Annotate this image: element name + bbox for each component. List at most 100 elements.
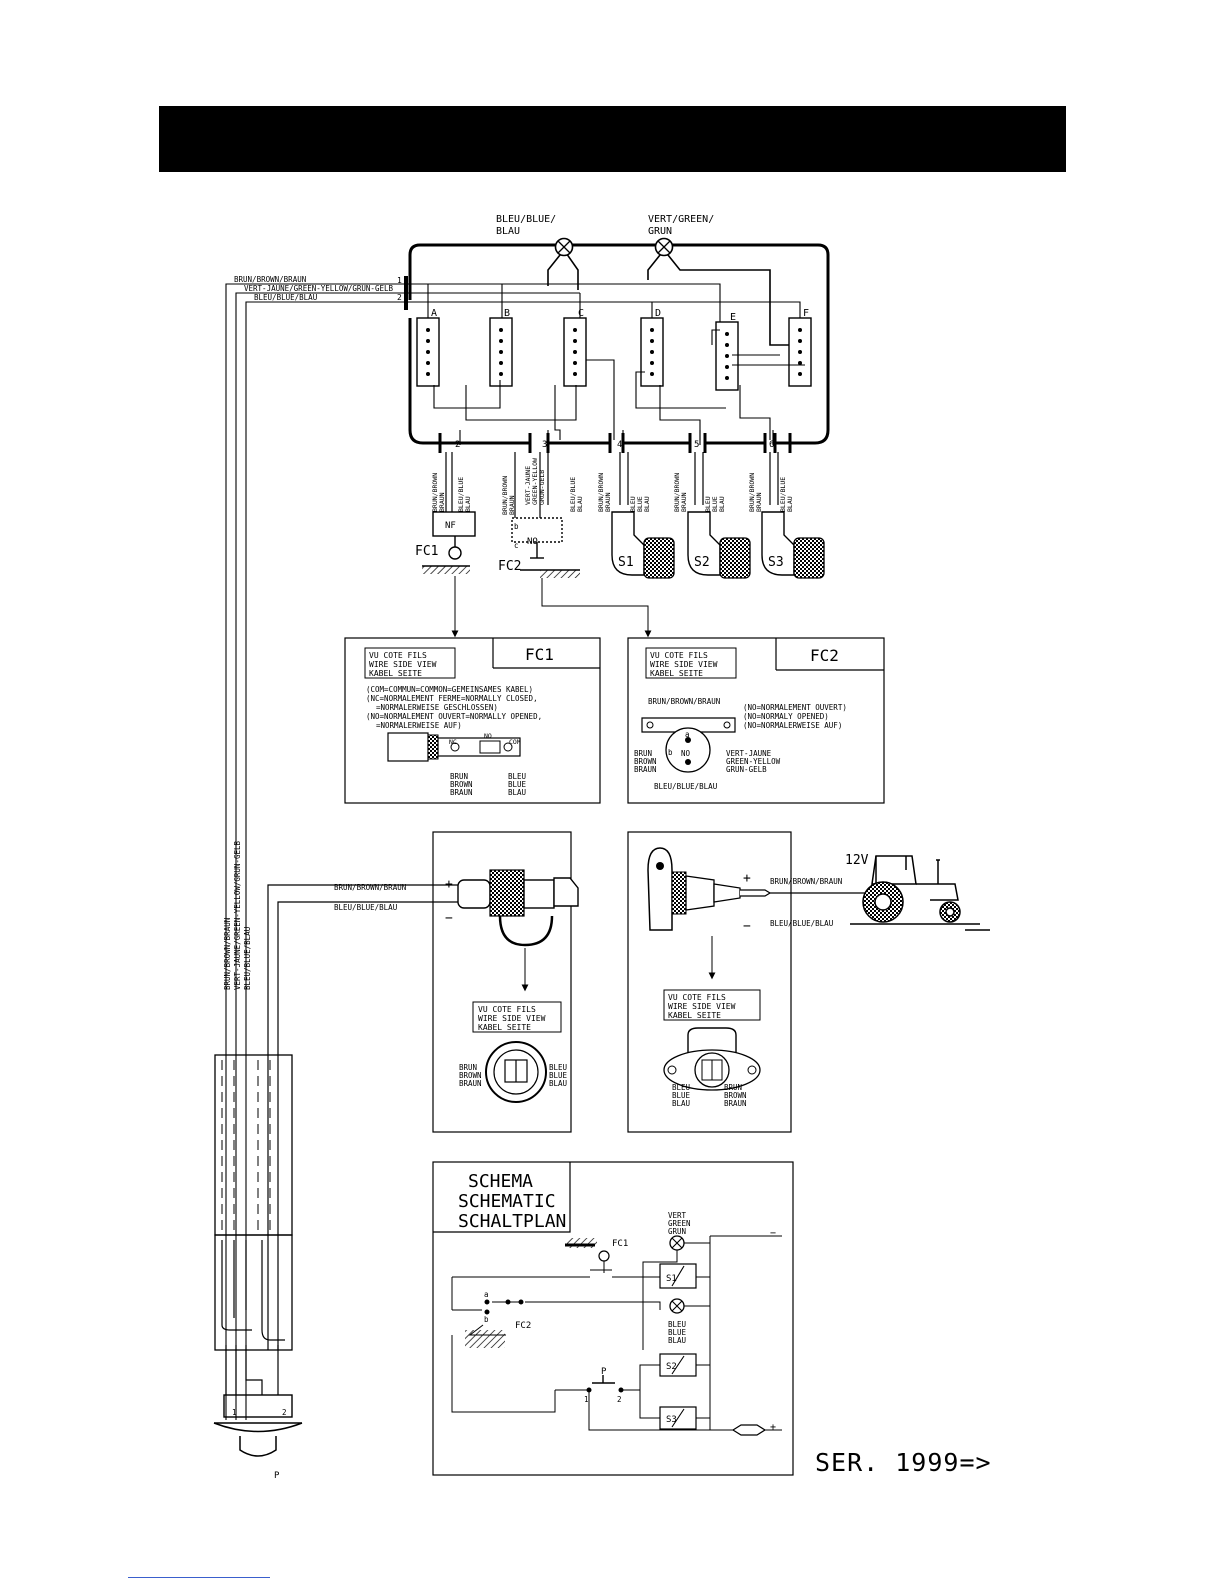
plug-panel: [267, 831, 579, 1350]
relay-e: E: [715, 312, 739, 391]
fc2-note-3: (NO=NORMALERWEISE AUF): [743, 721, 842, 730]
fc1-note-5: =NORMALERWEISE AUF): [376, 721, 462, 730]
terminal-6: 6: [769, 440, 774, 450]
harness-loop: [408, 243, 830, 445]
drop-blue-5b: BLAU: [786, 496, 794, 512]
socket-wsv-1: VU COTE FILS: [668, 993, 726, 1002]
plug-wsv-3: KABEL SEITE: [478, 1023, 531, 1032]
green-lamp-icon: [654, 237, 674, 257]
lamp-feeds: [547, 249, 800, 346]
fc2-wsv-1: VU COTE FILS: [650, 651, 708, 660]
fc1-wsv-3: KABEL SEITE: [369, 669, 422, 678]
fc2-note-2: (NO=NORMALY OPENED): [743, 712, 829, 721]
drop-brown-4b: BRAUN: [680, 492, 688, 512]
fc2-note-1: (NO=NORMALEMENT OUVERT): [743, 703, 847, 712]
series-label: SER. 1999=>: [815, 1448, 992, 1477]
relay-label-d: D: [655, 308, 661, 319]
relay-label-e: E: [730, 312, 736, 323]
relay-a: A: [416, 308, 440, 387]
grip-pin-2: 2: [282, 1408, 287, 1417]
schematic-panel: [432, 1161, 794, 1476]
drop-gy-2: GREEN-YELLOW: [531, 458, 539, 505]
foot-switch-s3: S3: [761, 511, 825, 579]
fc1-switch: [422, 511, 476, 574]
fc1-pin-com: COM: [509, 738, 521, 746]
terminal-5: 5: [694, 440, 699, 450]
vcable-blue: BLEU/BLUE/BLAU: [243, 927, 252, 990]
socket-plus: +: [743, 871, 751, 886]
relay-label-c: C: [578, 308, 584, 319]
plug-blue-2: BLUE: [549, 1071, 568, 1080]
plug-brown-1: BRUN: [459, 1063, 477, 1072]
sch-green-3: GRUN: [668, 1227, 686, 1236]
fc2-panel-title: FC2: [810, 646, 839, 665]
socket-wsv-2: WIRE SIDE VIEW: [668, 1002, 736, 1011]
socket-blue-3: BLAU: [672, 1099, 690, 1108]
fc2-brown-3: BRAUN: [634, 765, 657, 774]
plug-brown-3: BRAUN: [459, 1079, 482, 1088]
fc1-panel: [344, 637, 601, 804]
schematic-title-2: SCHEMATIC: [458, 1191, 556, 1212]
cable-label-brown: BRUN/BROWN/BRAUN: [234, 275, 306, 284]
fc1-note-1: (COM=COMMUN=COMMON=GEMEINSAMES KABEL): [366, 685, 533, 694]
socket-brown-label: BRUN/BROWN/BRAUN: [770, 877, 842, 886]
blue-lamp-label-2: BLAU: [496, 226, 520, 237]
plug-minus: −: [445, 911, 453, 926]
sch-plus: +: [770, 1422, 776, 1433]
drop-blue-1b: BLAU: [464, 496, 472, 512]
schematic-title-3: SCHALTPLAN: [458, 1211, 566, 1232]
cable-pin-1: 1: [397, 276, 402, 285]
relay-label-a: A: [431, 308, 437, 319]
sch-p: P: [601, 1367, 607, 1377]
fc1-blue-3: BLAU: [508, 788, 526, 797]
fc2-panel: [627, 637, 885, 804]
drop-blue-4c: BLAU: [718, 496, 726, 512]
drop-gy-3: GRUN-GELB: [538, 470, 546, 505]
socket-brown-1: BRUN: [724, 1083, 742, 1092]
fc1-brown-2: BROWN: [450, 780, 473, 789]
fc2-no-label: NO: [527, 537, 538, 547]
schematic-title-1: SCHEMA: [468, 1171, 533, 1192]
foot-switch-s1: S1: [611, 511, 675, 579]
drop-blue-3: BLEU: [629, 496, 637, 512]
drop-brown-3b: BRAUN: [604, 492, 612, 512]
sch-green-1: VERT: [668, 1211, 687, 1220]
drop-brown-2: BRUN/BROWN: [501, 476, 509, 515]
fc1-blue-1: BLEU: [508, 772, 526, 781]
fc1-pin-nc: NC: [449, 738, 457, 746]
blue-lamp-icon: [554, 237, 574, 257]
terminal-4: 4: [617, 440, 622, 450]
socket-panel: [627, 831, 865, 1133]
relay-d: D: [640, 308, 664, 387]
drop-blue-3c: BLAU: [643, 496, 651, 512]
relay-f: F: [788, 308, 812, 387]
drop-brown-1b: BRAUN: [438, 492, 446, 512]
plug-brown-label: BRUN/BROWN/BRAUN: [334, 883, 406, 892]
drop-brown-5b: BRAUN: [755, 492, 763, 512]
sch-blue-1: BLEU: [668, 1320, 686, 1329]
fc2-wsv-2: WIRE SIDE VIEW: [650, 660, 718, 669]
fc1-blue-2: BLUE: [508, 780, 527, 789]
sch-s2: S2: [666, 1362, 677, 1372]
fc2-blue-bottom: BLEU/BLUE/BLAU: [654, 782, 717, 791]
fc2-no-center: NO: [681, 749, 691, 758]
fc1-wsv-2: WIRE SIDE VIEW: [369, 660, 437, 669]
drop-blue-4: BLEU: [704, 496, 712, 512]
fc2-brown-top: BRUN/BROWN/BRAUN: [648, 697, 720, 706]
fc2-gy-3: GRUN-GELB: [726, 765, 767, 774]
fc2-brown-1: BRUN: [634, 749, 652, 758]
foot-switch-label-s1: S1: [618, 555, 634, 570]
drop-brown-4: BRUN/BROWN: [673, 473, 681, 512]
sch-pin2: 2: [617, 1395, 622, 1404]
drop-cables: [445, 452, 779, 520]
socket-blue-1: BLEU: [672, 1083, 690, 1092]
sch-s1: S1: [666, 1274, 677, 1284]
drop-gy-1: VERT-JAUNE: [524, 466, 532, 505]
handle-grip: [213, 1054, 303, 1457]
plug-blue-1: BLEU: [549, 1063, 567, 1072]
drop-blue-2b: BLAU: [576, 496, 584, 512]
relay-label-f: F: [803, 308, 809, 319]
header-bar: [159, 106, 1066, 172]
